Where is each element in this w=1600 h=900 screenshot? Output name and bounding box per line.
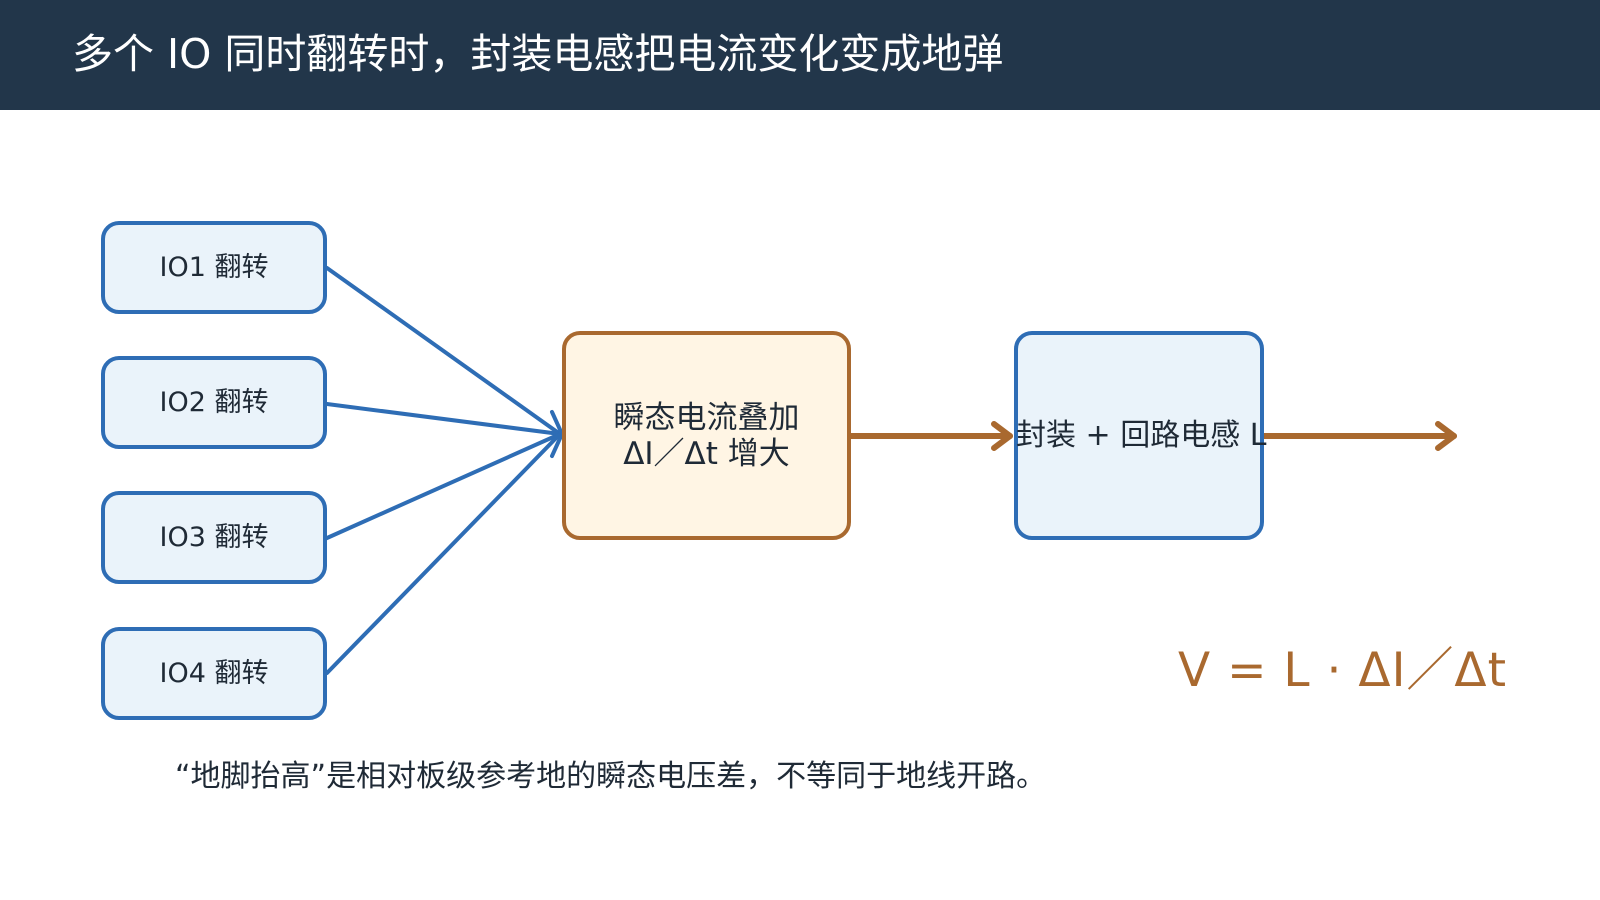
node-package-inductance-label: 封装 + 回路电感 L xyxy=(1016,417,1267,453)
node-io2-label: IO2 翻转 xyxy=(159,386,269,418)
node-package-inductance: 封装 + 回路电感 L xyxy=(1014,331,1267,540)
node-io1-label: IO1 翻转 xyxy=(159,251,269,283)
io-to-sum-edges xyxy=(325,266,565,675)
node-io2: IO2 翻转 xyxy=(101,356,327,449)
node-io1: IO1 翻转 xyxy=(101,221,327,314)
edge-io3-to-sum xyxy=(325,432,562,540)
footnote-text: “地脚抬高”是相对板级参考地的瞬态电压差，不等同于地线开路。 xyxy=(175,759,1047,794)
page-title: 多个 IO 同时翻转时，封装电感把电流变化变成地弹 xyxy=(72,30,1004,78)
header-bar: 多个 IO 同时翻转时，封装电感把电流变化变成地弹 xyxy=(0,0,1600,110)
node-current-sum-line1: 瞬态电流叠加 xyxy=(613,399,800,436)
output-arrowhead-icon xyxy=(1435,421,1457,451)
node-io4-label: IO4 翻转 xyxy=(159,657,269,689)
package-arrowhead-icon xyxy=(991,421,1013,451)
sum-arrowhead-icon xyxy=(550,410,565,458)
node-io4: IO4 翻转 xyxy=(101,627,327,720)
node-current-sum-line2: ΔI／Δt 增大 xyxy=(623,435,790,472)
node-current-sum: 瞬态电流叠加 ΔI／Δt 增大 xyxy=(562,331,851,540)
node-io3-label: IO3 翻转 xyxy=(159,521,269,553)
edge-io2-to-sum xyxy=(325,402,562,436)
formula-text: V = L · ΔI／Δt xyxy=(1178,643,1508,698)
edge-io1-to-sum xyxy=(325,266,562,436)
node-io3: IO3 翻转 xyxy=(101,491,327,584)
edge-io4-to-sum xyxy=(325,432,562,675)
